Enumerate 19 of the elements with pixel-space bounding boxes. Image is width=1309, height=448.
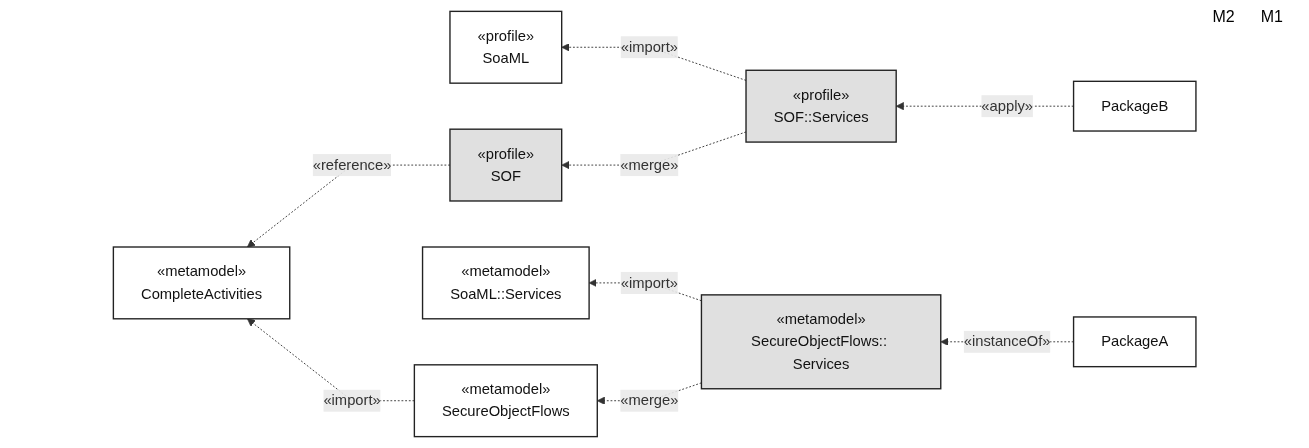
edge-label: «import»	[620, 38, 678, 55]
node-box: «profile» SOF::Services	[745, 69, 897, 143]
node-box: «metamodel» SecureObjectFlows	[413, 364, 598, 438]
edge-label: «import»	[323, 392, 381, 409]
level-label: M1	[1259, 8, 1284, 26]
edge-label: «merge»	[620, 392, 679, 409]
edge-label: «instanceOf»	[963, 333, 1051, 350]
node-box: «metamodel» SecureObjectFlows:: Services	[700, 294, 942, 390]
edge-label: «import»	[620, 274, 678, 291]
edge-label: «apply»	[981, 97, 1033, 114]
node-box: «metamodel» SoaML::Services	[421, 246, 590, 320]
node-box: PackageA	[1072, 316, 1197, 368]
node-box: PackageB	[1072, 80, 1197, 132]
level-label: M2	[1211, 8, 1236, 26]
node-box: «profile» SOF	[449, 128, 563, 202]
node-box: «metamodel» CompleteActivities	[112, 246, 291, 320]
node-box: «profile» SoaML	[449, 10, 563, 84]
edge-label: «merge»	[620, 156, 679, 173]
edge-label: «reference»	[312, 156, 392, 173]
